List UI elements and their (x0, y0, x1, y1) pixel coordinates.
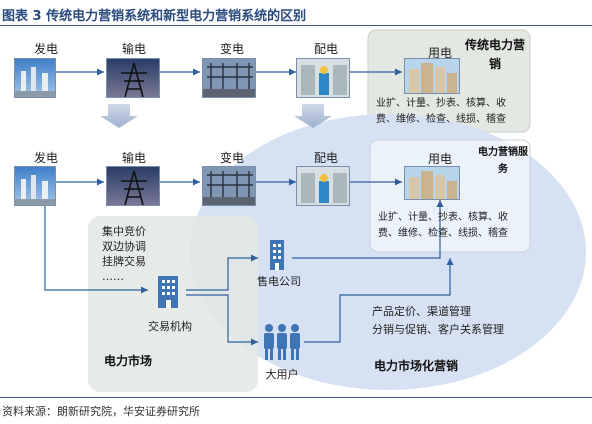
power-plant-photo (14, 58, 56, 98)
stage-label-consumption: 用电 (427, 46, 452, 60)
stage-label-substation-2: 变电 (219, 151, 244, 165)
stage-label-transmission: 输电 (121, 42, 146, 56)
trading-method-4: …… (102, 270, 124, 283)
distribution-photo (296, 58, 350, 98)
stage-label-consumption-2: 用电 (427, 152, 452, 166)
source-note: 资料来源：朗新研究院，华安证券研究所 (2, 405, 200, 418)
trading-method-3: 挂牌交易 (102, 255, 146, 268)
distribution-photo-2 (296, 166, 350, 206)
substation-photo-2 (202, 166, 256, 206)
marketing-service-title: 电力营销服务 (478, 147, 528, 175)
stage-label-generation-2: 发电 (33, 151, 58, 165)
down-arrow-right (294, 104, 332, 128)
large-user-label: 大用户 (265, 368, 299, 381)
electricity-market-label: 电力市场 (104, 354, 153, 368)
stage-label-transmission-2: 输电 (121, 151, 146, 165)
trading-org-label: 交易机构 (148, 320, 192, 333)
stage-label-substation: 变电 (219, 42, 244, 56)
marketing-item-1: 产品定价、渠道管理 (372, 305, 471, 318)
stage-label-distribution: 配电 (313, 42, 338, 56)
stage-label-distribution-2: 配电 (313, 151, 338, 165)
service-duty-line-1: 业扩、计量、抄表、核算、收 (378, 212, 508, 223)
traditional-duty-line-1: 业扩、计量、抄表、核算、收 (376, 98, 506, 109)
power-plant-photo-2 (14, 166, 56, 206)
marketized-marketing-label: 电力市场化营销 (374, 359, 459, 373)
traditional-marketing-title: 传统电力营销 (464, 38, 525, 71)
figure-title: 图表 3 传统电力营销系统和新型电力营销系统的区别 (2, 9, 307, 24)
title-rule (0, 25, 592, 26)
stage-label-generation: 发电 (33, 42, 58, 56)
trading-method-2: 双边协调 (102, 240, 146, 253)
marketing-item-2: 分销与促销、客户关系管理 (372, 323, 504, 336)
residential-buildings-photo-2 (404, 166, 460, 200)
footer-rule (0, 397, 592, 398)
transmission-tower-photo-2 (106, 166, 160, 206)
service-duty-line-2: 费、维修、检查、线损、稽查 (378, 228, 508, 239)
retail-company-label: 售电公司 (257, 275, 301, 288)
down-arrow-left (100, 104, 138, 128)
trading-method-1: 集中竞价 (102, 225, 146, 238)
transmission-tower-photo (106, 58, 160, 98)
substation-photo (202, 58, 256, 98)
traditional-duty-line-2: 费、维修、检查、线损、稽查 (376, 114, 506, 125)
residential-buildings-photo (404, 58, 460, 94)
